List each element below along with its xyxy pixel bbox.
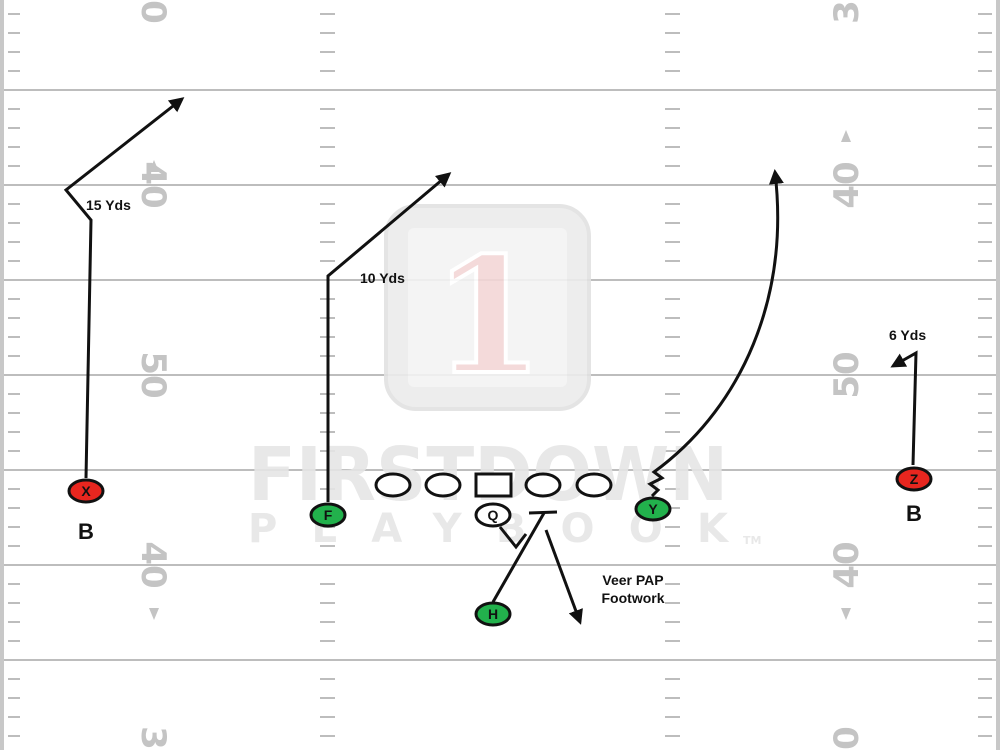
player-h: H: [474, 601, 512, 627]
player-q-marker: [474, 502, 512, 528]
player-x-marker: [67, 478, 105, 504]
direction-triangle-icon: [841, 608, 851, 620]
right-sideline: [996, 0, 1000, 750]
direction-triangle-icon: [149, 160, 159, 172]
x-route: [63, 97, 185, 479]
x-route-label: 15 Yds: [86, 197, 131, 213]
player-f: F: [309, 502, 347, 528]
player-z-marker: [895, 466, 933, 492]
h-path: [491, 512, 546, 603]
lineman-center: [474, 472, 513, 498]
yard-number: 3: [827, 0, 867, 24]
x-block-label: B: [78, 519, 94, 544]
veer-label-line2: Footwork: [602, 590, 665, 606]
yard-number: 50: [133, 351, 173, 398]
z-block-label: B: [906, 501, 922, 526]
lineman-left-tackle: [374, 472, 412, 498]
yard-numbers: 0 3 40 40 50 50 40 40 3 0: [133, 0, 867, 750]
player-q: Q: [474, 502, 512, 528]
lineman-right-tackle: [575, 472, 613, 498]
f-route: [326, 172, 452, 502]
player-f-label: F: [324, 507, 333, 523]
f-route-label: 10 Yds: [360, 270, 405, 286]
direction-triangle-icon: [841, 130, 851, 142]
veer-label-line1: Veer PAP: [602, 572, 663, 588]
player-h-label: H: [488, 606, 498, 622]
annotations: 15 Yds 10 Yds 6 Yds B B Veer PAP Footwor…: [78, 197, 926, 606]
player-y-marker: [634, 496, 672, 522]
qb-footwork: [498, 526, 528, 550]
direction-triangle-icon: [149, 608, 159, 620]
hash-marks: [8, 13, 992, 737]
yard-number: 50: [827, 351, 867, 398]
players: X F Q Y Z H: [67, 466, 933, 627]
z-route: [890, 350, 918, 466]
player-y: Y: [634, 496, 672, 522]
player-x: X: [67, 478, 105, 504]
yard-number: 0: [133, 0, 173, 24]
player-z: Z: [895, 466, 933, 492]
veer-arrow: [544, 529, 583, 625]
yard-number: 40: [827, 161, 867, 208]
z-route-label: 6 Yds: [889, 327, 926, 343]
player-x-label: X: [81, 483, 91, 499]
player-q-label: Q: [488, 507, 499, 523]
left-sideline: [0, 0, 4, 750]
yard-number: 0: [827, 726, 867, 750]
yard-number: 40: [827, 541, 867, 588]
watermark-logo: 1 FIRSTDOWN PLAYBOOK TM: [248, 204, 761, 552]
watermark-trademark: TM: [743, 534, 761, 547]
player-z-label: Z: [910, 471, 919, 487]
player-f-marker: [309, 502, 347, 528]
player-y-label: Y: [648, 501, 658, 517]
routes: [63, 97, 918, 625]
offensive-line: [374, 472, 613, 498]
logo-digit: 1: [432, 222, 543, 410]
yard-number: 40: [133, 541, 173, 588]
lineman-right-guard: [524, 472, 562, 498]
h-block-mark: [528, 510, 558, 515]
y-route: [647, 169, 784, 498]
player-h-marker: [474, 601, 512, 627]
yard-number: 3: [133, 726, 173, 750]
lineman-left-guard: [424, 472, 462, 498]
logo-tile-inner: [408, 228, 567, 387]
